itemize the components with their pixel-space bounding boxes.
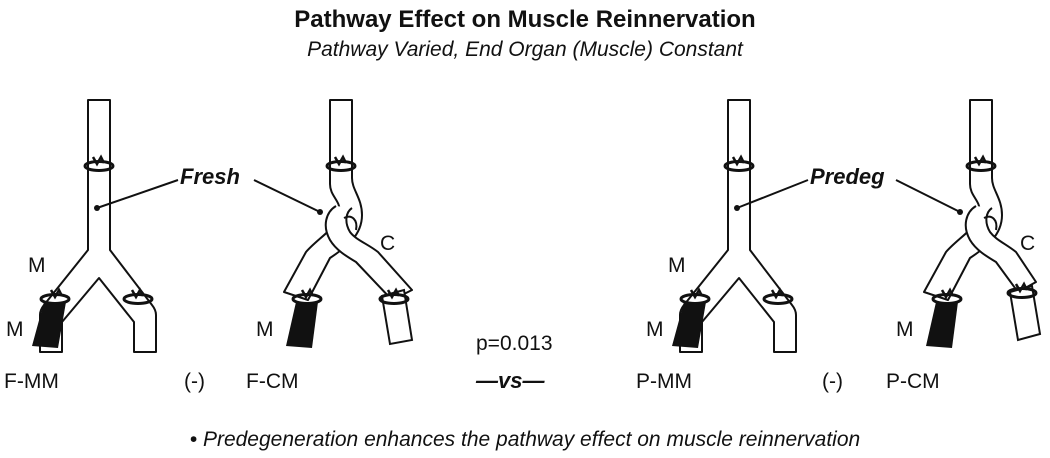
group-label-p-mm: P-MM <box>636 370 692 393</box>
graft-p-cm <box>923 99 1042 342</box>
p-value: p=0.013 <box>476 332 553 355</box>
minus-p: (-) <box>822 370 843 393</box>
label-m-f-mm-muscle: M <box>6 318 24 341</box>
diagram-title: Pathway Effect on Muscle Reinnervation <box>294 6 756 33</box>
muscle-block-p-cm <box>926 281 1038 348</box>
label-predeg: Predeg <box>810 164 885 189</box>
label-m-f-mm-branch: M <box>28 254 46 277</box>
vs-label: —vs— <box>475 368 545 393</box>
group-label-f-mm: F-MM <box>4 370 59 393</box>
muscle-block-p-mm <box>672 287 794 348</box>
group-label-f-cm: F-CM <box>246 370 298 393</box>
label-m-p-mm-muscle: M <box>646 318 664 341</box>
group-label-p-cm: P-CM <box>886 370 940 393</box>
label-fresh: Fresh <box>180 164 240 189</box>
label-m-f-cm-muscle: M <box>256 318 274 341</box>
minus-f: (-) <box>184 370 205 393</box>
diagram-subtitle: Pathway Varied, End Organ (Muscle) Const… <box>307 38 743 61</box>
graft-f-mm <box>39 99 157 353</box>
label-c-f-cm: C <box>380 232 395 255</box>
label-m-p-mm-branch: M <box>668 254 686 277</box>
muscle-block-f-cm <box>286 287 410 348</box>
graft-p-mm <box>679 99 797 353</box>
leader-lines <box>96 179 961 213</box>
muscle-block-f-mm <box>32 287 154 348</box>
label-c-p-cm: C <box>1020 232 1035 255</box>
footnote: • Predegeneration enhances the pathway e… <box>189 428 861 451</box>
label-m-p-cm-muscle: M <box>896 318 914 341</box>
